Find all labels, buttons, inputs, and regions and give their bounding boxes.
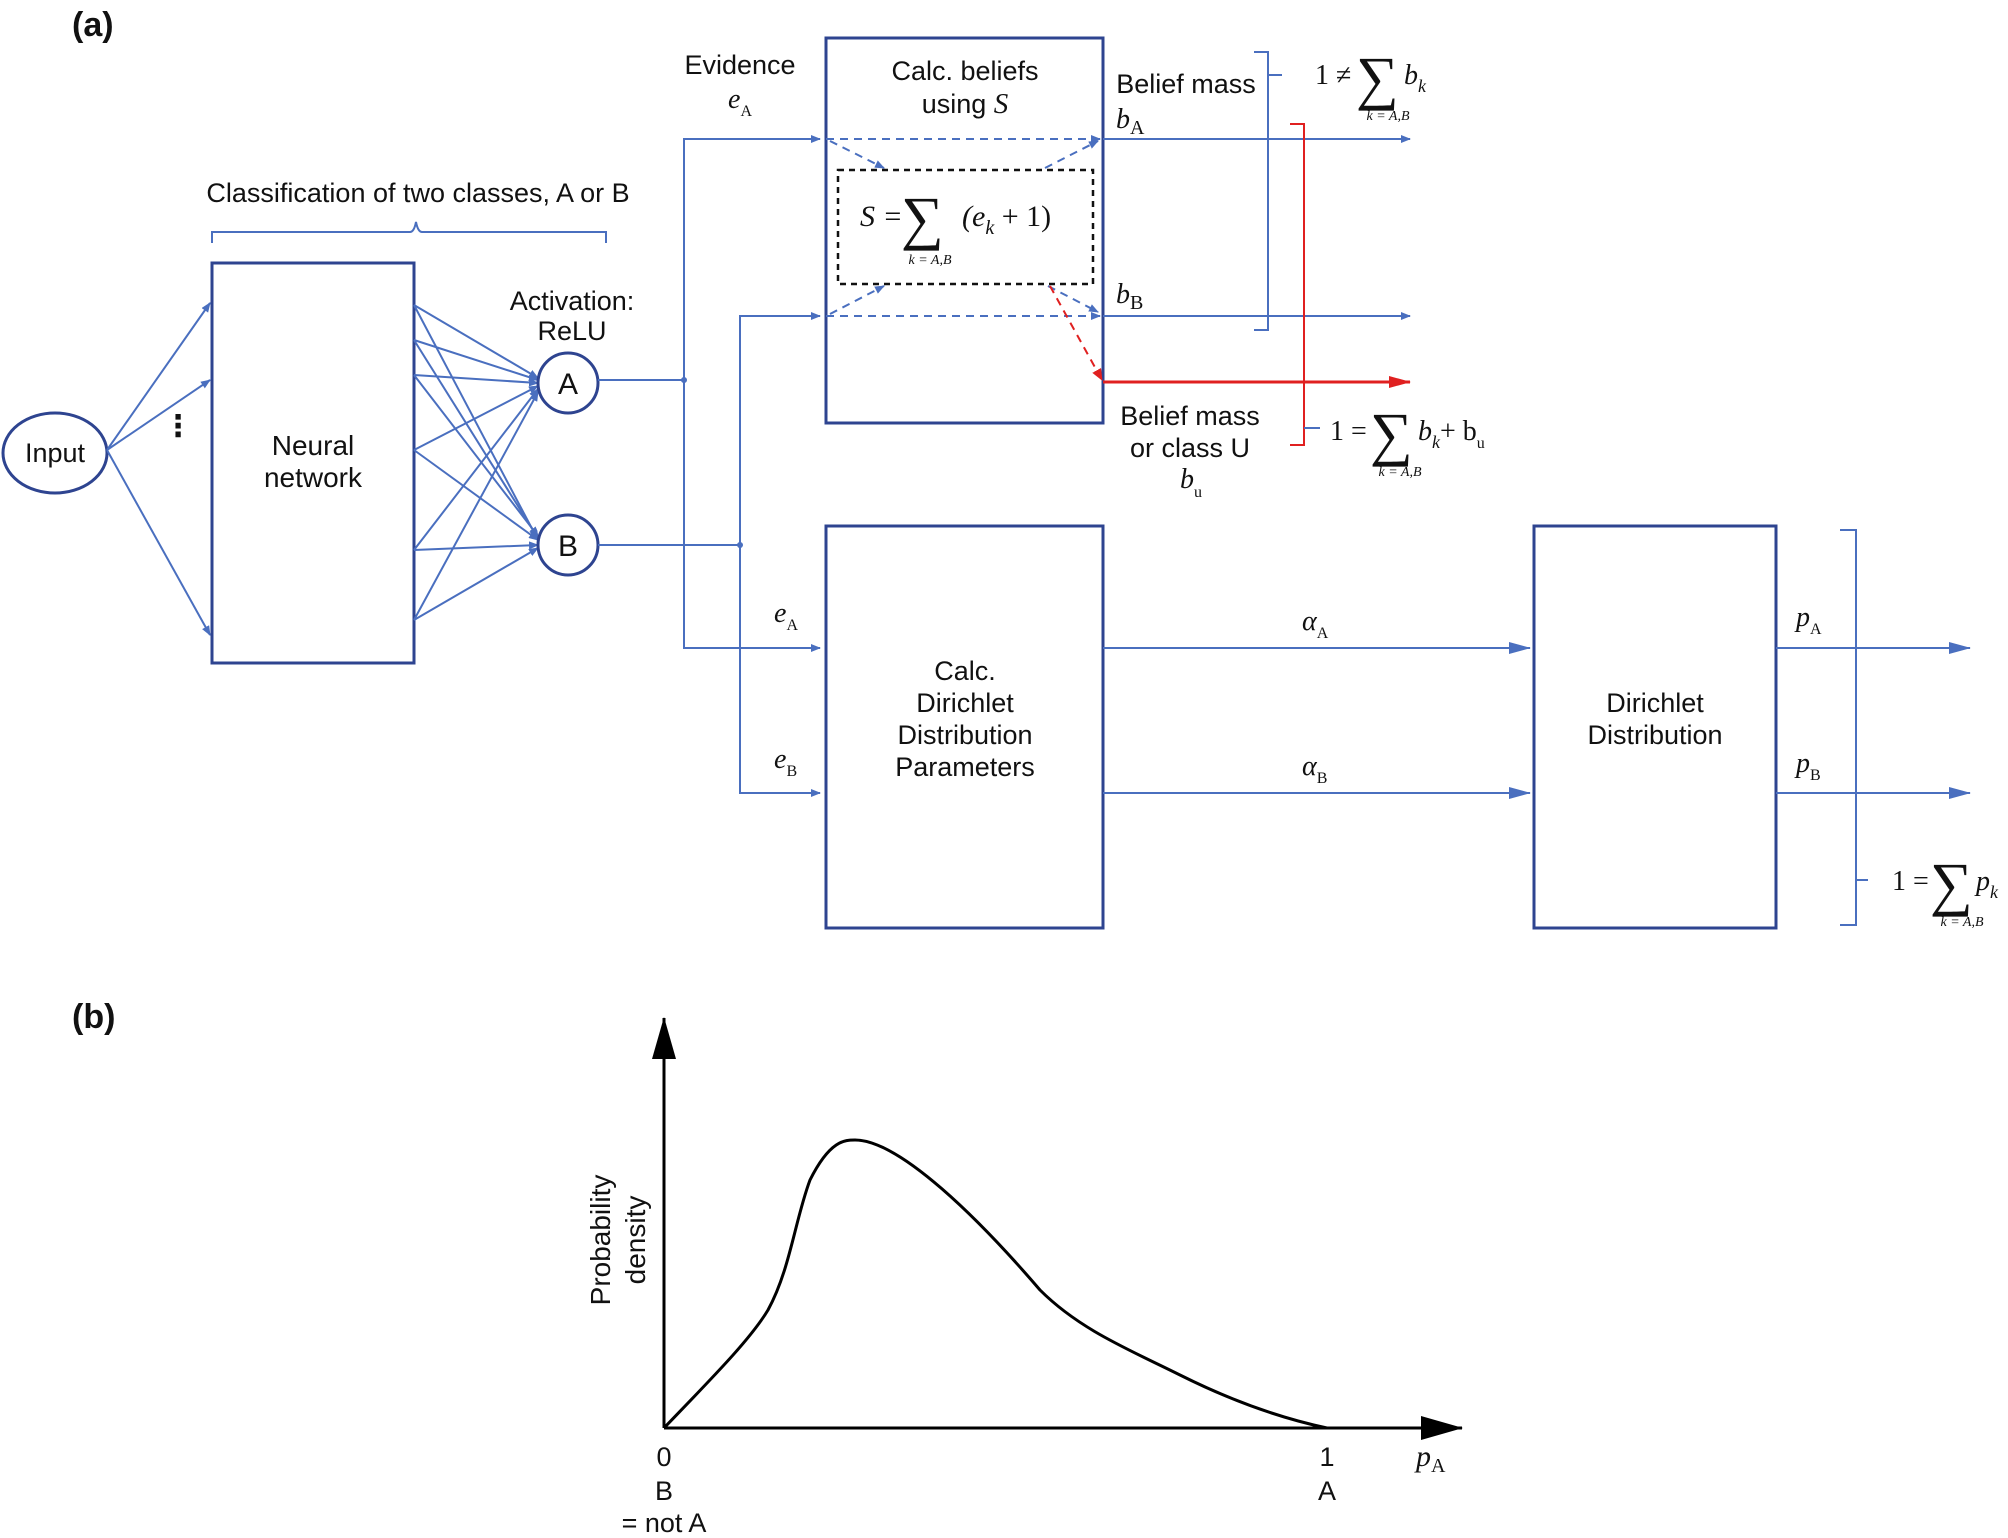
alpha-b-label: αB <box>1302 751 1327 787</box>
node-a-label: A <box>558 368 578 401</box>
eq3-under: k = A,B <box>1940 915 1983 930</box>
density-curve <box>662 1138 1328 1430</box>
dirichlet-params-line4: Parameters <box>895 752 1035 782</box>
node-a <box>536 351 600 415</box>
neural-network-line1: Neural <box>272 430 354 461</box>
x-right-label: A <box>1318 1476 1336 1506</box>
eq3-lhs: 1 = <box>1892 866 1929 897</box>
x-left-label-line2: = not A <box>622 1508 707 1538</box>
evidence-sub: A <box>740 103 752 120</box>
activation-line2: ReLU <box>537 316 606 346</box>
neural-network-line2: network <box>264 462 363 493</box>
input-label: Input <box>25 438 86 468</box>
p-a-label: pA <box>1794 602 1822 638</box>
panel-b-label: (b) <box>72 998 115 1036</box>
calc-beliefs-line2: using S <box>922 88 1009 120</box>
e-b-label: eB <box>774 744 797 780</box>
x-tick-1: 1 <box>1319 1442 1334 1472</box>
eq1-lhs: 1 ≠ <box>1315 60 1351 91</box>
eq3-sum: ∑ <box>1930 851 1973 917</box>
eq1-sum: ∑ <box>1356 45 1399 111</box>
e-a-label: eA <box>774 598 798 634</box>
s-formula-under: k = A,B <box>908 253 951 268</box>
eq1-term: bk <box>1404 60 1427 96</box>
evidence-a-routing <box>598 135 821 652</box>
junction-b <box>737 542 743 548</box>
beliefs-internal-dashed <box>826 135 1101 320</box>
s-formula-box <box>836 168 1095 286</box>
dirichlet-params-line1: Calc. <box>934 656 996 686</box>
x-left-label-line1: B <box>655 1476 673 1506</box>
junction-a <box>681 377 687 383</box>
eq2-sum: ∑ <box>1370 401 1413 467</box>
y-axis-label-line1: Probability <box>585 1175 616 1306</box>
input-node <box>1 411 109 495</box>
belief-sum-bracket <box>1254 51 1282 331</box>
bu-line1: Belief mass <box>1120 401 1260 431</box>
s-formula-lhs: S = <box>860 200 903 233</box>
x-tick-0: 0 <box>656 1442 671 1472</box>
probability-arrows <box>1776 642 1971 799</box>
dirichlet-line1: Dirichlet <box>1606 688 1704 718</box>
nn-output-connections <box>413 304 539 621</box>
classification-label: Classification of two classes, A or B <box>206 178 629 208</box>
s-formula-body: (ek + 1) <box>962 200 1051 239</box>
input-vdots: ⋮ <box>163 410 193 443</box>
eq2-under: k = A,B <box>1378 465 1421 480</box>
eq2-lhs: 1 = <box>1330 416 1367 447</box>
node-b-label: B <box>558 530 578 563</box>
neural-network-box <box>210 261 416 665</box>
b-b-label: bB <box>1116 279 1143 314</box>
probability-sum-bracket <box>1840 529 1868 926</box>
classification-brace <box>211 221 607 243</box>
b-a-label: bA <box>1116 104 1145 139</box>
dirichlet-params-box <box>824 524 1105 930</box>
calc-beliefs-line1: Calc. beliefs <box>891 56 1038 86</box>
belief-mass-label: Belief mass <box>1116 69 1256 99</box>
y-axis-label-line2: density <box>620 1196 651 1285</box>
dirichlet-line2: Distribution <box>1587 720 1722 750</box>
density-axes <box>652 1017 1463 1440</box>
s-formula-sum: ∑ <box>901 185 944 251</box>
x-axis-label: pA <box>1414 1440 1446 1477</box>
dirichlet-params-line3: Distribution <box>897 720 1032 750</box>
alpha-arrows <box>1103 642 1531 799</box>
dirichlet-params-line2: Dirichlet <box>916 688 1014 718</box>
evidence-b-routing <box>598 312 821 797</box>
eq3-term: pk <box>1974 866 1999 902</box>
bu-line2: or class U <box>1130 433 1250 463</box>
alpha-a-label: αA <box>1302 606 1329 642</box>
activation-line1: Activation: <box>510 286 635 316</box>
eq2-term: bk+ bu <box>1418 416 1485 452</box>
evidence-title: Evidence <box>684 50 795 80</box>
eq1-under: k = A,B <box>1366 109 1409 124</box>
input-arrows <box>106 302 211 636</box>
p-b-label: pB <box>1794 748 1821 784</box>
uncertainty-path <box>1049 123 1411 446</box>
panel-a-label: (a) <box>72 6 114 44</box>
belief-output-arrows <box>1103 135 1411 320</box>
bu-var: bu <box>1180 464 1202 501</box>
dirichlet-box <box>1532 524 1778 930</box>
evidence-var: eA <box>728 84 752 120</box>
